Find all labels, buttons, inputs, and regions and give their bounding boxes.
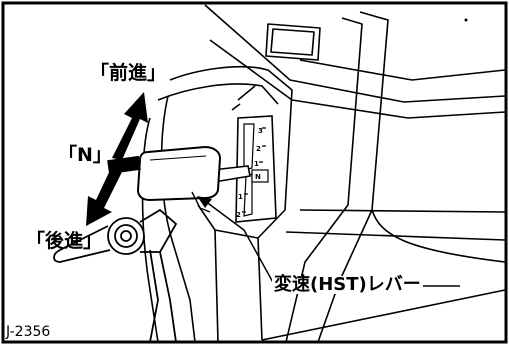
neutral-label: 「N」: [58, 144, 112, 166]
lever-console: [141, 65, 293, 343]
figure-code: J-2356: [6, 324, 51, 340]
gate-mark-2: 2: [256, 145, 261, 153]
forward-arrow-icon: [112, 92, 148, 160]
gate-mark-2-rev: 2: [236, 211, 241, 219]
dashboard-panel: [204, 4, 506, 343]
neutral-bar: [107, 155, 141, 175]
gate-mark-3: 3: [258, 127, 263, 135]
shift-lever: [136, 145, 251, 213]
round-knob: [53, 208, 178, 343]
shift-gate: 3 2 1 N 1 2: [235, 115, 277, 223]
gate-mark-1-rev: 1: [238, 193, 243, 201]
gate-mark-n: N: [255, 173, 261, 181]
gate-mark-1: 1: [254, 160, 259, 168]
detail-dot: [464, 18, 468, 22]
shift-lever-label: 変速(HST)レバー: [272, 274, 423, 295]
reverse-arrow-icon: [86, 166, 122, 226]
forward-label: 「前進」: [90, 62, 167, 84]
reverse-label: 「後進」: [26, 230, 103, 252]
